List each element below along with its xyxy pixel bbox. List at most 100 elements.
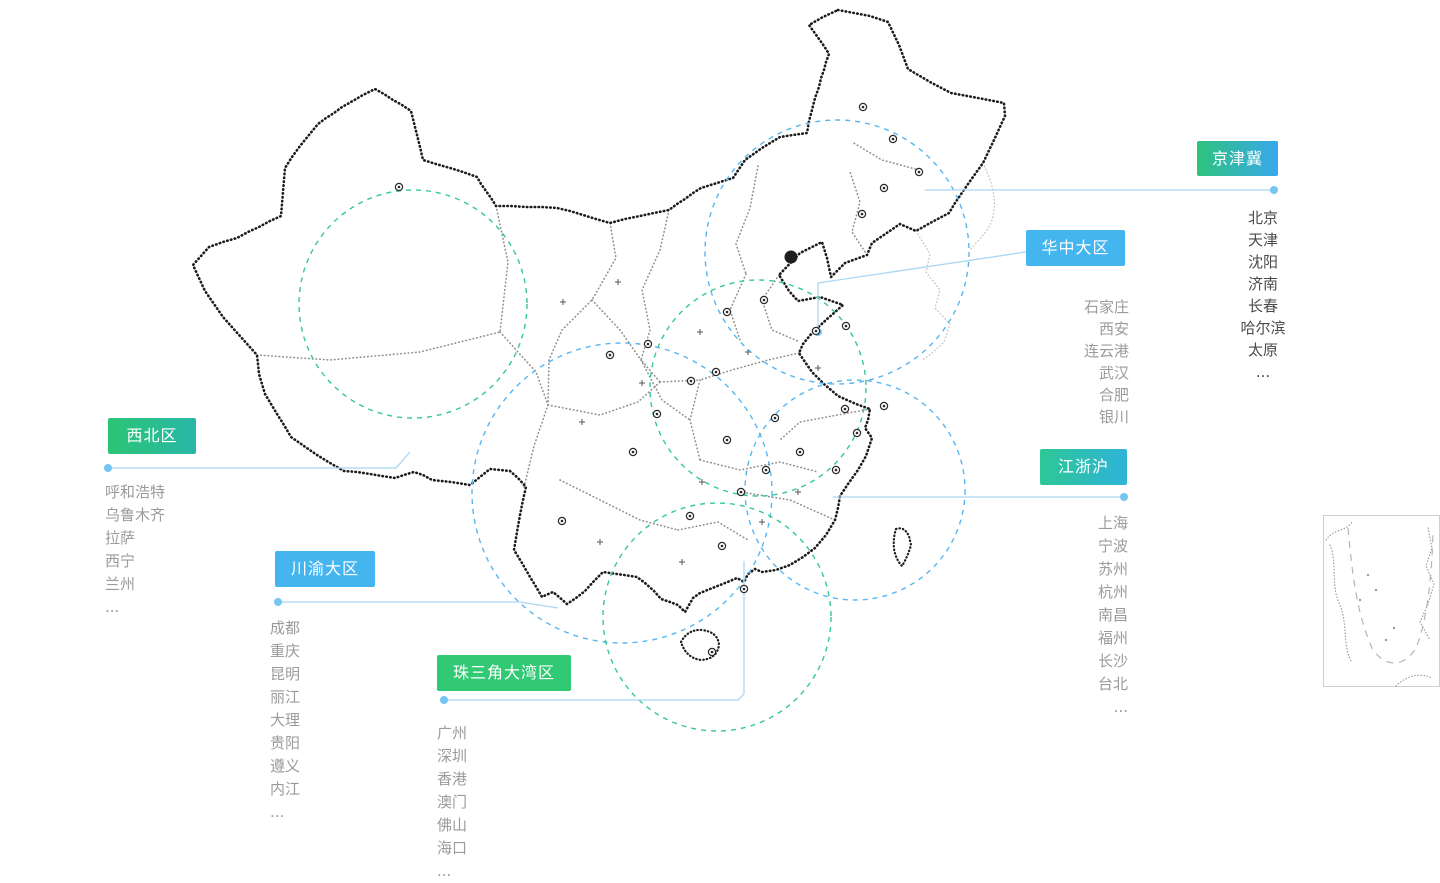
city-marker-icon <box>736 487 746 497</box>
city-item: 北京 <box>1247 209 1278 227</box>
city-item: 天津 <box>1247 231 1278 249</box>
connector-chuanyu <box>278 601 559 609</box>
city-marker-icon <box>717 541 727 551</box>
city-item: 香港 <box>437 770 468 788</box>
city-item: 长春 <box>1247 297 1278 315</box>
city-item: 深圳 <box>437 747 468 765</box>
city-marker-icon <box>770 413 780 423</box>
city-marker-icon <box>652 409 662 419</box>
city-marker-icon <box>557 516 567 526</box>
region-badge-jiangzhehu[interactable]: 江浙沪 <box>1040 449 1127 485</box>
city-marker-icon <box>840 404 850 414</box>
region-citylist-xibei: 呼和浩特乌鲁木齐拉萨西宁兰州... <box>105 481 165 619</box>
city-markers <box>394 102 924 657</box>
region-citylist-zhusanjiao: 广州深圳香港澳门佛山海口... <box>437 722 467 883</box>
city-marker-icon <box>722 435 732 445</box>
city-item: 长沙 <box>1097 652 1128 670</box>
coverage-circle-chuanyu <box>471 342 773 644</box>
city-marker-icon <box>914 167 924 177</box>
city-item: 重庆 <box>270 642 301 660</box>
city-marker-icon <box>811 326 821 336</box>
city-item: 澳门 <box>437 793 468 811</box>
coverage-circle-zhusanjiao <box>602 502 832 732</box>
connector-dot-zhusanjiao <box>440 696 448 704</box>
city-marker-icon <box>628 447 638 457</box>
city-item: 大理 <box>270 711 301 729</box>
city-marker-icon <box>686 376 696 386</box>
connector-lines <box>104 186 1278 704</box>
city-item: 乌鲁木齐 <box>105 506 166 524</box>
city-marker-icon <box>831 465 841 475</box>
region-citylist-jingjinji: 北京天津沈阳济南长春哈尔滨太原... <box>1203 207 1323 383</box>
city-item: 丽江 <box>270 688 301 706</box>
city-item: 兰州 <box>105 575 136 593</box>
city-marker-icon <box>761 465 771 475</box>
connector-xibei <box>108 451 411 469</box>
region-badge-huazhong[interactable]: 华中大区 <box>1026 230 1125 266</box>
city-item: 沈阳 <box>1247 253 1278 271</box>
province-boundaries <box>256 141 920 541</box>
connector-dot-jingjinji <box>1270 186 1278 194</box>
city-marker-icon <box>711 367 721 377</box>
city-item: 广州 <box>437 724 468 742</box>
map-texture-marks <box>560 279 821 565</box>
city-marker-icon <box>888 134 898 144</box>
city-item: 海口 <box>437 839 468 857</box>
city-item: 合肥 <box>1098 386 1129 404</box>
region-badge-zhusanjiao[interactable]: 珠三角大湾区 <box>437 655 571 691</box>
connector-dot-chuanyu <box>274 598 282 606</box>
city-item: 拉萨 <box>105 529 136 547</box>
city-marker-icon <box>643 339 653 349</box>
coverage-circle-jingjinji <box>704 119 970 385</box>
city-marker-icon <box>879 183 889 193</box>
south-china-sea-inset <box>1323 515 1440 687</box>
city-item: 杭州 <box>1097 583 1128 601</box>
region-citylist-huazhong: 石家庄西安连云港武汉合肥银川 <box>1040 296 1129 428</box>
connector-zhusanjiao <box>444 561 745 701</box>
connector-dot-jiangzhehu <box>1120 493 1128 501</box>
city-item: 佛山 <box>437 816 468 834</box>
region-badge-chuanyu[interactable]: 川渝大区 <box>275 551 375 587</box>
china-outline <box>191 8 1007 615</box>
city-marker-icon <box>879 401 889 411</box>
region-badge-xibei[interactable]: 西北区 <box>108 418 196 454</box>
city-item: 内江 <box>270 780 301 798</box>
region-citylist-jiangzhehu: 上海宁波苏州杭州南昌福州长沙台北... <box>1040 512 1128 719</box>
city-item: ... <box>270 803 285 821</box>
city-item: 太原 <box>1247 341 1278 359</box>
taiwan-island <box>892 527 913 568</box>
city-marker-icon <box>795 447 805 457</box>
city-item: 遵义 <box>270 757 301 775</box>
city-item: 哈尔滨 <box>1240 319 1286 337</box>
city-item: ... <box>437 862 452 880</box>
city-marker-icon <box>685 511 695 521</box>
coverage-circle-jiangzhehu <box>744 379 966 601</box>
capital-marker-icon <box>784 250 798 264</box>
region-citylist-chuanyu: 成都重庆昆明丽江大理贵阳遵义内江... <box>270 617 300 824</box>
city-marker-icon <box>394 182 404 192</box>
coverage-circle-xibei <box>298 189 528 419</box>
city-item: ... <box>1113 698 1128 716</box>
region-badge-jingjinji[interactable]: 京津冀 <box>1197 141 1278 176</box>
city-item: 苏州 <box>1097 560 1128 578</box>
city-item: 台北 <box>1097 675 1128 693</box>
city-marker-icon <box>722 307 732 317</box>
city-item: 宁波 <box>1097 537 1128 555</box>
connector-huazhong <box>817 251 1027 332</box>
city-marker-icon <box>707 647 717 657</box>
coverage-circle-huazhong <box>649 279 867 497</box>
city-item: 呼和浩特 <box>105 483 166 501</box>
connector-dot-xibei <box>104 464 112 472</box>
city-item: 连云港 <box>1083 342 1129 360</box>
city-marker-icon <box>841 321 851 331</box>
hainan-island <box>679 628 721 662</box>
city-marker-icon <box>852 428 862 438</box>
city-marker-icon <box>605 350 615 360</box>
city-item: 西宁 <box>105 552 136 570</box>
coverage-circles <box>298 119 970 732</box>
city-item: 昆明 <box>270 665 301 683</box>
city-marker-icon <box>739 584 749 594</box>
russia-coastline <box>969 162 996 251</box>
